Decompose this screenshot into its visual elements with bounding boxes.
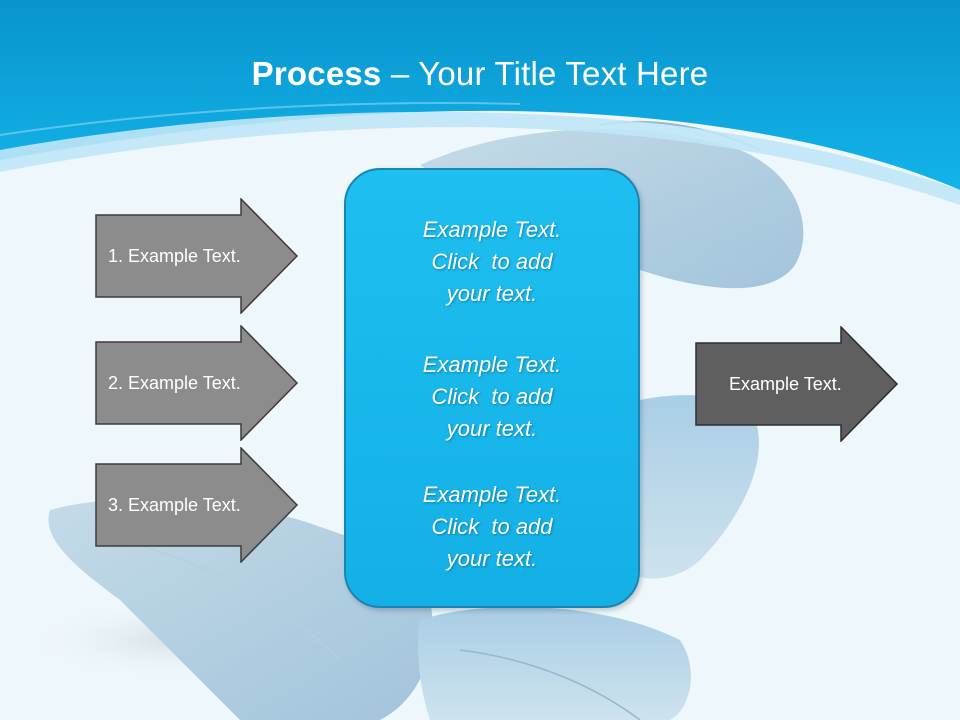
slide-title[interactable]: Process – Your Title Text Here xyxy=(0,52,960,96)
center-block-3-line1: Example Text. xyxy=(422,482,562,507)
center-block-1-line1: Example Text. xyxy=(422,217,562,242)
center-block-2-line2: Click to add xyxy=(431,384,553,409)
left-arrow-2[interactable]: 2. Example Text. xyxy=(95,325,299,441)
left-arrow-3-label: 3. Example Text. xyxy=(108,494,241,515)
center-block-2: Example Text. Click to add your text. xyxy=(346,349,638,445)
title-rest: Your Title Text Here xyxy=(418,55,709,92)
left-arrow-3[interactable]: 3. Example Text. xyxy=(95,447,299,563)
center-block-3-line2: Click to add xyxy=(431,514,553,539)
center-block-2-line3: your text. xyxy=(446,416,538,441)
center-block-1-line2: Click to add xyxy=(431,249,553,274)
title-dash: – xyxy=(381,55,419,92)
arrow-shape-1 xyxy=(95,198,299,314)
center-text-box[interactable]: Example Text. Click to add your text. Ex… xyxy=(344,168,640,608)
left-arrow-1-label: 1. Example Text. xyxy=(108,245,241,266)
arrow-shape-2 xyxy=(95,325,299,441)
right-arrow-shape xyxy=(695,326,899,442)
center-block-2-line1: Example Text. xyxy=(422,352,562,377)
left-arrow-2-label: 2. Example Text. xyxy=(108,372,241,393)
right-arrow[interactable]: Example Text. xyxy=(695,326,899,442)
title-bold: Process xyxy=(251,55,382,92)
center-block-3: Example Text. Click to add your text. xyxy=(346,479,638,575)
center-block-3-line3: your text. xyxy=(446,546,538,571)
center-block-1: Example Text. Click to add your text. xyxy=(346,214,638,310)
left-arrow-1[interactable]: 1. Example Text. xyxy=(95,198,299,314)
right-arrow-label: Example Text. xyxy=(729,373,842,394)
center-block-1-line3: your text. xyxy=(446,281,538,306)
arrow-shape-3 xyxy=(95,447,299,563)
